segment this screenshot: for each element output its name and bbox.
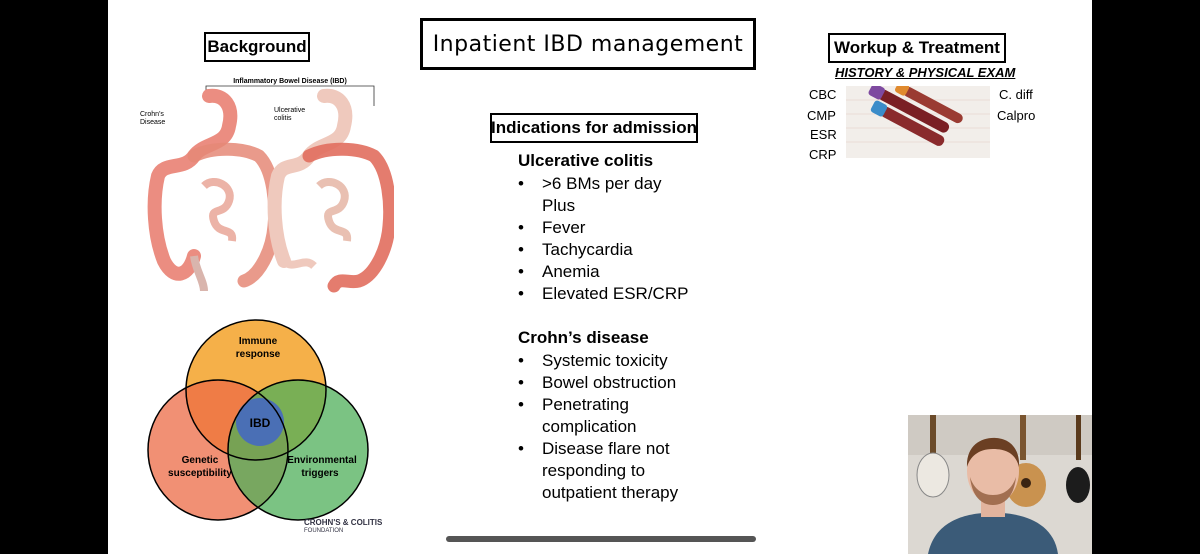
venn-center-label: IBD xyxy=(250,416,271,430)
uc-item: •Elevated ESR/CRP xyxy=(518,284,689,303)
uc-item: •>6 BMs per day xyxy=(518,174,662,193)
colon-diagram-image: Inflammatory Bowel Disease (IBD) Crohn's… xyxy=(140,78,394,293)
venn-center-circle xyxy=(236,398,284,446)
lab-cmp: CMP xyxy=(807,108,836,123)
cd-item: •Bowel obstruction xyxy=(518,373,677,392)
uc-plus: Plus xyxy=(542,196,576,215)
crohns-label-1: Crohn's xyxy=(140,111,164,118)
venn-top-label-2: response xyxy=(236,349,281,360)
guitar-left-icon xyxy=(916,415,950,498)
venn-right-label-1: Environmental xyxy=(287,455,357,466)
venn-right-label-2: triggers xyxy=(301,468,339,479)
indications-heading: Indications for admission xyxy=(490,113,698,143)
workup-heading: Workup & Treatment xyxy=(828,33,1006,63)
ibd-venn-diagram: Immune response IBD Genetic susceptibili… xyxy=(147,319,369,521)
colon-diagram-title: Inflammatory Bowel Disease (IBD) xyxy=(233,78,347,85)
venn-left-label-1: Genetic xyxy=(182,455,219,466)
horizontal-scrollbar[interactable] xyxy=(446,536,756,542)
uc-item: •Fever xyxy=(518,218,586,237)
lab-cdiff: C. diff xyxy=(999,87,1033,102)
guitar-right-icon xyxy=(1066,415,1090,503)
venn-left-label-2: susceptibility xyxy=(168,468,232,479)
lab-crp: CRP xyxy=(809,147,837,162)
history-exam-subheading: HISTORY & PHYSICAL EXAM xyxy=(835,65,1016,80)
uc-label-1: Ulcerative xyxy=(274,107,305,114)
presentation-slide: Inpatient IBD management Background Infl… xyxy=(108,0,1092,554)
lab-esr: ESR xyxy=(810,127,837,142)
venn-top-label-1: Immune xyxy=(239,336,278,347)
uc-item: •Anemia xyxy=(518,262,600,281)
presenter-video-thumbnail[interactable] xyxy=(908,415,1092,554)
indications-list: Ulcerative colitis •>6 BMs per day Plus … xyxy=(518,150,818,504)
crohns-colitis-foundation-logo: CROHN'S & COLITIS FOUNDATION xyxy=(304,518,383,534)
lab-cbc: CBC xyxy=(809,87,837,102)
crohns-label-2: Disease xyxy=(140,119,165,126)
cd-item: •Systemic toxicity xyxy=(518,351,668,370)
blood-tubes-image xyxy=(846,86,990,158)
background-heading: Background xyxy=(204,32,310,62)
cd-heading: Crohn’s disease xyxy=(518,328,649,347)
slide-title: Inpatient IBD management xyxy=(420,18,756,70)
uc-heading: Ulcerative colitis xyxy=(518,151,654,170)
uc-label-2: colitis xyxy=(274,115,292,122)
lab-calpro: Calpro xyxy=(997,108,1036,123)
uc-item: •Tachycardia xyxy=(518,240,633,259)
